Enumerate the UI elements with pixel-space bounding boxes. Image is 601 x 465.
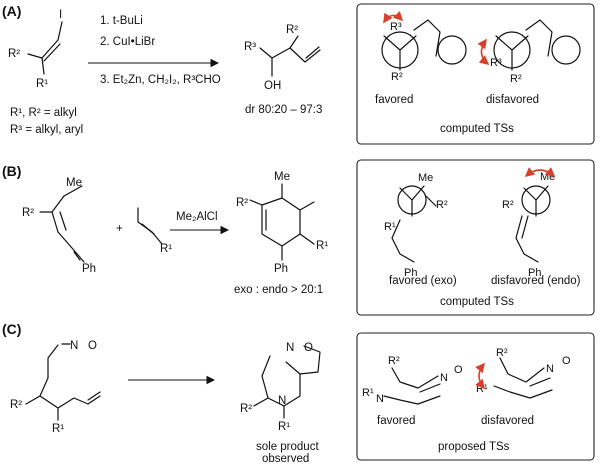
panel-c-favored-ts-drawing: R² R¹ N N O [362,355,463,405]
product-r1-label-c: R¹ [278,421,290,433]
c-favored-nitrone-o: O [454,364,463,376]
exo-ts-r1: R¹ [384,221,396,233]
endo-ts-r2: R² [502,199,514,211]
favored-r3: R³ [390,21,402,33]
panel-a: (A) I R² R¹ 1. t-BuLi 2. CuI•LiBr 3. Et₂… [2,3,595,145]
plus-sign: + [116,223,123,235]
panel-c: (C) N O R² R¹ N O R² N R¹ sole product [2,321,595,465]
exo-ts-r2: R² [436,199,448,211]
panel-a-ts-caption: computed TSs [440,123,514,135]
endo-ts-drawing: Me R² Ph [502,167,555,279]
product-ph-label: Ph [274,263,288,275]
panel-b-diene: Me R² Ph [22,177,96,275]
product-oh-label: OH [264,80,281,92]
disfavored-r3: R³ [490,57,502,69]
substrate-r1-label: R¹ [36,78,48,90]
panel-b-reaction-arrow: Me₂AlCl [170,211,230,235]
c-disfavored-nitrone-o: O [562,355,571,367]
dienophile-r1-label: R¹ [160,243,172,255]
reagent-step-3: 3. Et₂Zn, CH₂I₂, R³CHO [100,74,221,86]
iodine-label: I [59,9,62,21]
product-r3-label: R³ [244,41,256,53]
disfavored-ts-drawing: R² R³ [477,19,581,85]
product-nh-label-c: N [278,395,286,407]
exo-ts-me: Me [418,172,433,184]
substrate-r2-label-c: R² [10,399,22,411]
sole-product-note: sole product [256,441,319,453]
exo-ts-ph: Ph [404,267,417,279]
panel-b-ts-caption: computed TSs [440,296,514,308]
substrate-r1-label-c: R¹ [52,423,64,435]
lewis-acid-reagent: Me₂AlCl [176,211,218,223]
reagent-step-1: 1. t-BuLi [100,15,143,27]
panel-b: (B) Me R² Ph + R¹ Me₂AlCl [2,159,595,316]
diastereomeric-ratio: dr 80:20 – 97:3 [245,104,322,116]
substrate-r2-label: R² [8,48,20,60]
c-favored-nitrone-n: N [440,372,448,384]
diene-me-label: Me [66,177,82,189]
panel-c-ts-caption: proposed TSs [438,441,510,453]
panel-c-disfavored-ts-drawing: R² R¹ N O [475,347,571,399]
panel-b-product: Me R² R¹ Ph exo : endo > 20:1 [234,171,328,296]
diene-ph-label: Ph [82,263,96,275]
panel-c-disfavored-label: disfavored [481,415,534,427]
panel-a-disfavored-label: disfavored [486,94,539,106]
endo-ts-ph: Ph [528,267,541,279]
c-favored-r1: R¹ [362,387,374,399]
reagent-step-2: 2. CuI•LiBr [100,36,155,48]
product-r2-label-c: R² [240,403,252,415]
panel-a-reaction-arrow: 1. t-BuLi 2. CuI•LiBr 3. Et₂Zn, CH₂I₂, R… [88,15,221,86]
panel-c-label: (C) [2,321,21,337]
exo-ts-drawing: Me R² R¹ Ph [384,172,448,279]
panel-c-substrate: N O R² R¹ [10,340,101,435]
product-me-label: Me [274,171,290,183]
favored-r2: R² [391,71,403,83]
exo-endo-ratio: exo : endo > 20:1 [234,284,323,296]
c-disfavored-r2: R² [496,347,508,359]
r1-r2-definition: R¹, R² = alkyl [10,107,77,119]
c-favored-r2: R² [388,355,400,367]
r3-definition: R³ = alkyl, aryl [10,124,83,136]
product-n-label-c: N [286,342,294,354]
observed-note: observed [262,453,309,465]
favored-ts-drawing: R³ R² [381,10,467,83]
panel-a-substrate: I R² R¹ [8,9,63,90]
c-favored-n: N [376,393,384,405]
panel-a-product: R² R³ OH dr 80:20 – 97:3 [244,24,322,116]
panel-a-favored-label: favored [375,94,413,106]
product-o-label-c: O [304,342,313,354]
panel-c-product: N O R² N R¹ sole product observed [240,342,321,465]
panel-b-favored-label: favored (exo) [389,275,457,287]
panel-b-ts-box: Me R² R¹ Ph Me R² Ph favored (exo) disfa… [356,159,595,316]
product-r1-label-b: R¹ [316,240,328,252]
substrate-o-label: O [88,340,97,352]
panel-b-label: (B) [2,163,21,179]
panel-c-favored-label: favored [377,415,415,427]
product-r2-label: R² [286,24,298,36]
product-r2-label-b: R² [236,197,248,209]
endo-ts-me: Me [540,171,555,183]
panel-b-dienophile: R¹ [137,207,172,255]
panel-c-ts-box: R² R¹ N N O R² R¹ N O favored disfavored… [356,332,595,461]
diene-r2-label: R² [22,207,34,219]
substrate-n-label: N [70,340,78,352]
disfavored-r2: R² [510,73,522,85]
panel-b-disfavored-label: disfavored (endo) [491,275,581,287]
panel-a-label: (A) [2,3,21,19]
panel-a-ts-box: R³ R² R² R³ favored disfavored computed … [356,3,595,145]
c-disfavored-nitrone-n: N [546,363,554,375]
